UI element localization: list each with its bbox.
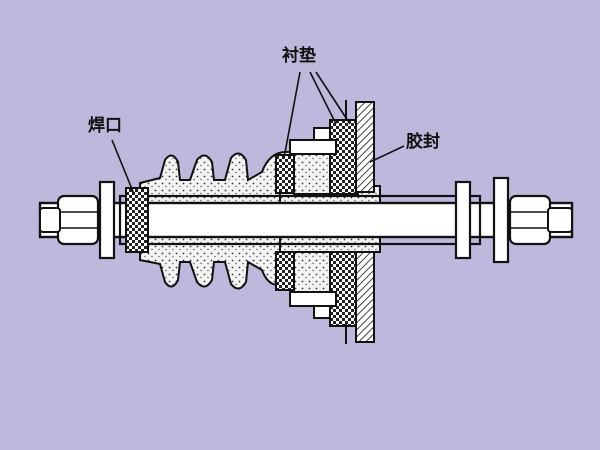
right-rod-end <box>547 207 573 233</box>
tank-wall-top <box>355 101 375 193</box>
tank-wall-bottom <box>355 251 375 343</box>
bottom-cap <box>289 291 337 307</box>
right-nut <box>508 194 552 246</box>
top-cap <box>289 139 337 155</box>
right-washer-1 <box>454 180 472 260</box>
liner-leader-3 <box>315 71 351 125</box>
liner-leader-1 <box>283 71 301 159</box>
left-washer <box>98 180 116 260</box>
left-nut <box>56 194 100 246</box>
right-washer-2 <box>492 176 510 264</box>
bottom-gasket <box>275 251 295 291</box>
weld-leader <box>111 139 135 195</box>
bottom-liner <box>329 251 359 327</box>
liner-label: 衬垫 <box>282 46 316 66</box>
seal-label: 胶封 <box>406 132 440 152</box>
weld-block <box>125 187 149 253</box>
top-gasket <box>275 154 295 194</box>
seal-leader <box>369 145 405 163</box>
top-liner <box>329 119 359 195</box>
liner-leader-2 <box>309 71 337 125</box>
inner-tube <box>118 194 482 246</box>
left-rod-end <box>39 207 61 233</box>
weld-label: 焊口 <box>88 116 122 136</box>
